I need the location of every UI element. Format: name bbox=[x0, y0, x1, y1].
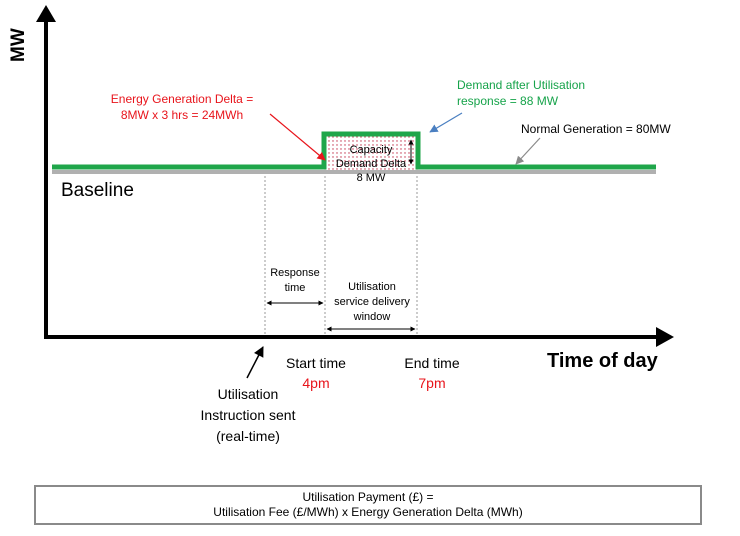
demand-after-line1: Demand after Utilisation bbox=[457, 78, 586, 92]
delivery-line1: Utilisation bbox=[348, 281, 396, 293]
y-axis bbox=[36, 5, 56, 337]
delivery-window-label: Utilisation service delivery window bbox=[326, 280, 418, 325]
start-time-label: Start time 4pm bbox=[276, 353, 356, 393]
capacity-line2: Demand Delta bbox=[335, 158, 407, 170]
capacity-value: 8 MW bbox=[356, 172, 386, 184]
y-axis-label: MW bbox=[8, 28, 29, 62]
x-axis bbox=[44, 327, 674, 347]
energy-delta-pointer-arrow bbox=[269, 113, 326, 161]
demand-after-label: Demand after Utilisation response = 88 M… bbox=[457, 77, 585, 109]
x-axis-label: Time of day bbox=[547, 350, 658, 372]
delivery-line2: service delivery bbox=[334, 296, 410, 308]
start-time-value: 4pm bbox=[302, 375, 330, 391]
normal-generation-pointer-arrow bbox=[515, 137, 541, 165]
instruction-label: Utilisation Instruction sent (real-time) bbox=[180, 384, 316, 447]
baseline-label: Baseline bbox=[61, 180, 134, 201]
demand-after-pointer-arrow bbox=[429, 112, 463, 133]
delivery-line3: window bbox=[353, 311, 391, 323]
instruction-line3: (real-time) bbox=[216, 428, 280, 444]
start-time-text: Start time bbox=[286, 355, 346, 371]
normal-generation-label: Normal Generation = 80MW bbox=[521, 122, 671, 136]
instruction-line1: Utilisation bbox=[217, 386, 279, 402]
instruction-line2: Instruction sent bbox=[200, 407, 296, 423]
response-time-label: Response time bbox=[266, 266, 324, 296]
end-time-value: 7pm bbox=[418, 375, 446, 391]
response-time-line1: Response bbox=[270, 267, 320, 279]
energy-delta-label: Energy Generation Delta = 8MW x 3 hrs = … bbox=[96, 91, 268, 123]
formula-line2: Utilisation Fee (£/MWh) x Energy Generat… bbox=[213, 505, 523, 519]
energy-delta-line2: 8MW x 3 hrs = 24MWh bbox=[120, 108, 244, 122]
capacity-line1: Capacity bbox=[349, 144, 393, 156]
end-time-label: End time 7pm bbox=[392, 353, 472, 393]
end-time-text: End time bbox=[404, 355, 460, 371]
capacity-delta-label: Capacity Demand Delta 8 MW bbox=[326, 143, 416, 185]
capacity-delta-area bbox=[324, 136, 418, 170]
energy-delta-line1: Energy Generation Delta = bbox=[110, 92, 254, 106]
utilisation-payment-formula-box: Utilisation Payment (£) = Utilisation Fe… bbox=[34, 485, 702, 525]
formula-line1: Utilisation Payment (£) = bbox=[302, 490, 434, 504]
instruction-pointer-arrow bbox=[246, 346, 264, 379]
response-time-line2: time bbox=[284, 282, 306, 294]
demand-after-line2: response = 88 MW bbox=[457, 94, 559, 108]
demand-line bbox=[52, 131, 656, 170]
